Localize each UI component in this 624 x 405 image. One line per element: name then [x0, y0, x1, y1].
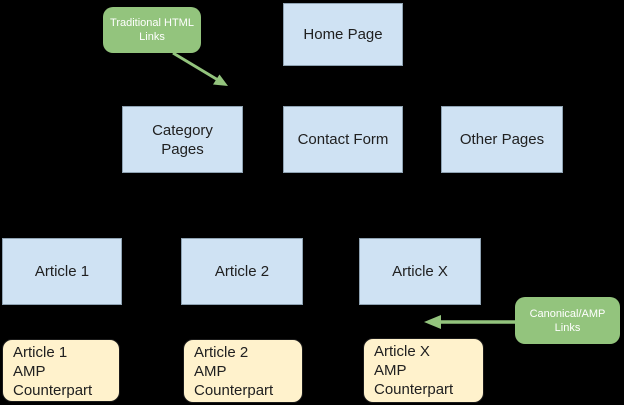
amp2-line-3: Counterpart — [194, 382, 274, 399]
article-2-label: Article 2 — [214, 263, 270, 280]
article-2-node: Article 2 — [181, 238, 303, 305]
canonical-amp-links-callout: Canonical/AMP Links — [515, 297, 620, 344]
traditional-html-links-callout: Traditional HTML Links — [103, 7, 201, 53]
article-2-amp-counterpart-node: Article 2 AMP Counterpart — [183, 339, 303, 403]
amp2-line-2: AMP — [194, 363, 227, 380]
ampx-line-1: Article X — [374, 343, 430, 360]
canonical-links-arrowhead-icon — [424, 315, 441, 329]
traditional-html-links-label: Traditional HTML Links — [110, 17, 194, 43]
amp1-line-1: Article 1 — [13, 344, 68, 361]
category-pages-node: Category Pages — [122, 106, 243, 173]
ampx-line-2: AMP — [374, 362, 407, 379]
amp2-line-1: Article 2 — [194, 344, 249, 361]
traditional-links-arrowhead-icon — [213, 74, 228, 86]
contact-form-label: Contact Form — [297, 131, 389, 148]
other-pages-label: Other Pages — [459, 131, 545, 148]
article-x-node: Article X — [359, 238, 481, 305]
article-x-label: Article X — [392, 263, 448, 280]
article-1-node: Article 1 — [2, 238, 122, 305]
category-pages-label: Category Pages — [152, 121, 213, 158]
other-pages-node: Other Pages — [441, 106, 563, 173]
amp1-line-2: AMP — [13, 363, 46, 380]
canonical-links-arrow — [424, 315, 515, 329]
contact-form-node: Contact Form — [283, 106, 403, 173]
home-page-label: Home Page — [303, 26, 383, 43]
article-1-label: Article 1 — [34, 263, 90, 280]
canonical-amp-links-label: Canonical/AMP Links — [529, 307, 606, 334]
traditional-links-arrow-line — [172, 51, 219, 82]
article-x-amp-counterpart-node: Article X AMP Counterpart — [363, 338, 484, 403]
ampx-line-3: Counterpart — [374, 381, 454, 398]
amp1-line-3: Counterpart — [13, 382, 93, 399]
home-page-node: Home Page — [283, 3, 403, 66]
article-1-amp-counterpart-node: Article 1 AMP Counterpart — [2, 339, 120, 402]
traditional-links-arrow — [172, 51, 228, 86]
